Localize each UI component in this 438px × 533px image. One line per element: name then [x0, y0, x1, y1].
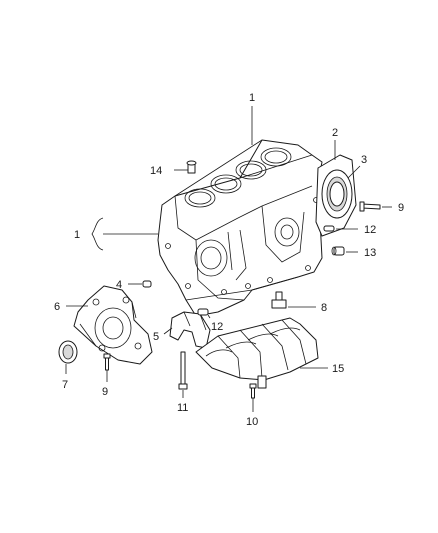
sender-part-8 — [271, 291, 287, 309]
callout-13: 13 — [364, 247, 376, 259]
callout-9-right: 9 — [398, 202, 404, 214]
callout-7: 7 — [62, 379, 68, 391]
callout-12-center: 12 — [211, 321, 223, 333]
callout-15: 15 — [332, 363, 344, 375]
callout-10: 10 — [246, 416, 258, 428]
callout-4: 4 — [116, 279, 122, 291]
callout-labels: 1 1 2 3 9 12 13 14 4 6 7 9 5 12 8 11 10 … — [54, 92, 404, 428]
callout-11: 11 — [177, 402, 188, 414]
callout-1-left: 1 — [74, 229, 80, 241]
leader-lines — [65, 106, 392, 412]
front-seal-part-7 — [58, 340, 78, 364]
bolt-part-9-bottom — [103, 353, 111, 371]
block-plug-part-14 — [186, 160, 197, 174]
callout-14: 14 — [150, 165, 162, 177]
oil-pump-part-6 — [73, 285, 153, 365]
callout-5: 5 — [153, 331, 159, 343]
plug-part-13 — [331, 246, 345, 256]
callout-1-top: 1 — [249, 92, 255, 104]
callout-8: 8 — [321, 302, 327, 314]
engine-block — [157, 139, 323, 317]
bolt-part-9-right — [359, 201, 381, 212]
rear-main-seal-part-3 — [321, 169, 353, 219]
bolt-part-10 — [249, 383, 257, 399]
bearing-cap-part-5 — [169, 311, 211, 349]
callout-12-right: 12 — [364, 224, 376, 236]
callout-9-bottom: 9 — [102, 386, 108, 398]
windage-tray-part-15 — [195, 317, 319, 389]
callout-2: 2 — [332, 127, 338, 139]
callout-3: 3 — [361, 154, 367, 166]
dowel-part-12-right — [323, 225, 335, 232]
plug-part-4 — [142, 280, 152, 288]
dowel-part-12-center — [197, 308, 209, 316]
cap-bolt-part-11 — [178, 351, 188, 390]
callout-6: 6 — [54, 301, 60, 313]
